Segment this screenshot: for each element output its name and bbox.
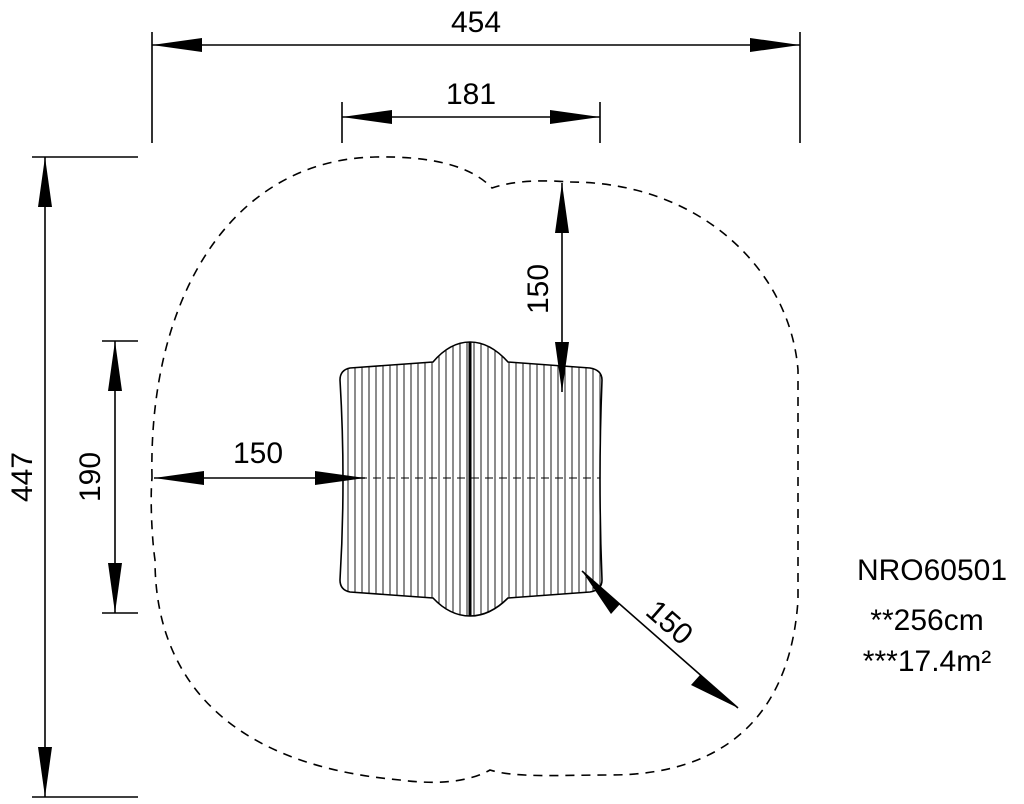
product-code: NRO60501 bbox=[857, 554, 1007, 587]
dimension-equipment-depth: 190 bbox=[74, 340, 138, 614]
dimension-corner-clearance: 150 bbox=[581, 570, 739, 709]
top-clearance-label: 150 bbox=[522, 264, 555, 314]
equipment-body bbox=[339, 341, 603, 617]
left-clearance-label: 150 bbox=[233, 437, 283, 470]
fall-height: **256cm bbox=[870, 604, 983, 637]
safety-zone-outline bbox=[150, 156, 799, 784]
dimension-left-clearance: 150 bbox=[154, 437, 365, 485]
overall-width-label: 454 bbox=[451, 6, 501, 39]
dimension-overall-width: 454 bbox=[151, 6, 801, 143]
dimension-equipment-width: 181 bbox=[341, 78, 601, 143]
dimension-top-clearance: 150 bbox=[522, 183, 569, 392]
equipment-depth-label: 190 bbox=[74, 452, 107, 502]
safety-area: ***17.4m² bbox=[863, 645, 991, 678]
corner-clearance-label: 150 bbox=[640, 594, 699, 652]
product-info: NRO60501 **256cm ***17.4m² bbox=[857, 554, 1007, 678]
dimension-overall-depth: 447 bbox=[6, 156, 138, 798]
overall-depth-label: 447 bbox=[6, 452, 39, 502]
equipment-width-label: 181 bbox=[446, 78, 496, 111]
